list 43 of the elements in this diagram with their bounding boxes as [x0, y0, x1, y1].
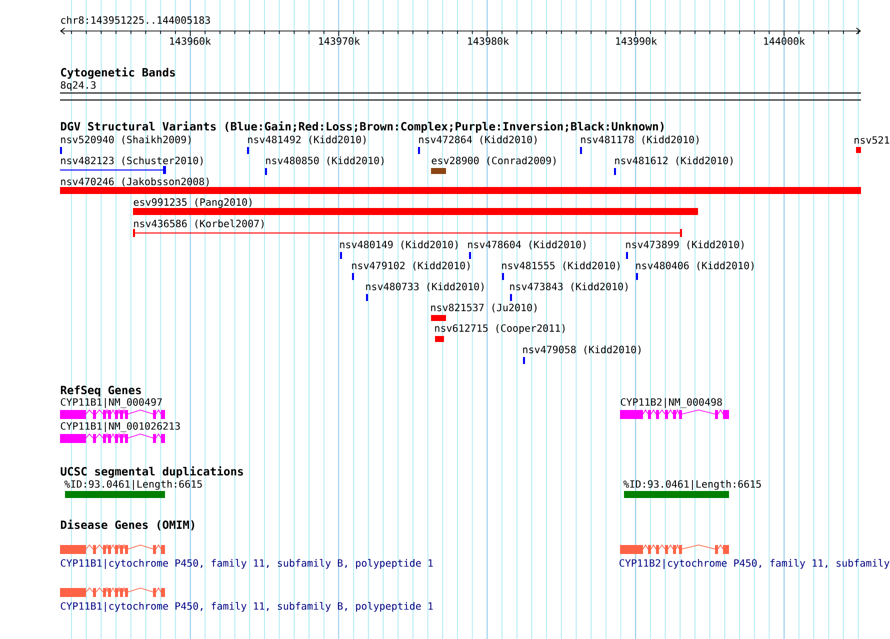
gene-description: CYP11B1|cytochrome P450, family 11, subfamily B, polypeptide 1 [60, 559, 433, 569]
feature-label: nsv479058 (Kidd2010) [523, 346, 641, 354]
title: chr8:143951225..144005183 [61, 16, 210, 24]
gene-description: CYP11B2|cytochrome P450, family 11, subfamily [620, 559, 890, 569]
tick-label: 144000k [764, 37, 805, 45]
track-heading: RefSeq Genes [60, 386, 141, 396]
feature-label: nsv436586 (Korbel2007) [134, 220, 264, 228]
feature-label: nsv473843 (Kidd2010) [510, 282, 628, 292]
feature-label: esv991235 (Pang2010) [134, 198, 252, 208]
feature-label: CYP11B2|NM_000498 [620, 398, 722, 408]
feature-label: nsv473899 (Kidd2010) [626, 240, 744, 250]
feature-label: nsv481492 (Kidd2010) [248, 136, 366, 144]
feature-label: nsv480733 (Kidd2010) [366, 282, 484, 292]
feature-label: nsv480850 (Kidd2010) [266, 156, 384, 166]
track-heading: Disease Genes (OMIM) [60, 520, 194, 530]
feature-label: nsv481612 (Kidd2010) [615, 156, 733, 166]
feature-label: nsv481555 (Kidd2010) [502, 262, 620, 270]
feature-label: nsv521 [854, 136, 890, 144]
feature-label: 8q24.3 [60, 81, 96, 91]
feature-label: nsv821537 (Ju2010) [431, 304, 536, 312]
feature-label: nsv478604 (Kidd2010) [468, 240, 586, 250]
feature-label: %ID:93.0461|Length:6615 [64, 480, 202, 490]
feature-label: %ID:93.0461|Length:6615 [623, 480, 761, 490]
tick-label: 143980k [468, 37, 509, 45]
track-heading: DGV Structural Variants (Blue:Gain;Red:Loss;Brown:Complex;Purple:Inversion;Black:Unknown) [60, 121, 664, 133]
feature-label: nsv482123 (Schuster2010) [61, 156, 203, 166]
feature-label: nsv472864 (Kidd2010) [419, 136, 537, 144]
tick-label: 143970k [319, 37, 360, 45]
gene-description: CYP11B1|cytochrome P450, family 11, subfamily B, polypeptide 1 [60, 602, 433, 612]
feature-label: nsv480406 (Kidd2010) [636, 262, 754, 270]
feature-label: nsv481178 (Kidd2010) [581, 136, 699, 144]
feature-label: nsv480149 (Kidd2010) [340, 240, 458, 250]
track-heading: UCSC segmental duplications [60, 466, 243, 478]
feature-label: CYP11B1|NM_000497 [60, 398, 162, 408]
feature-label: nsv612715 (Cooper2011) [435, 324, 565, 334]
tick-label: 143960k [170, 37, 211, 45]
feature-label: nsv470246 (Jakobsson2008) [61, 178, 209, 186]
feature-label: nsv520940 (Shaikh2009) [61, 136, 191, 144]
feature-label: CYP11B1|NM_001026213 [60, 422, 180, 432]
tick-label: 143990k [616, 37, 657, 45]
track-heading: Cytogenetic Bands [61, 67, 175, 79]
feature-label: nsv479102 (Kidd2010) [352, 262, 470, 270]
feature-label: esv28900 (Conrad2009) [432, 156, 556, 166]
